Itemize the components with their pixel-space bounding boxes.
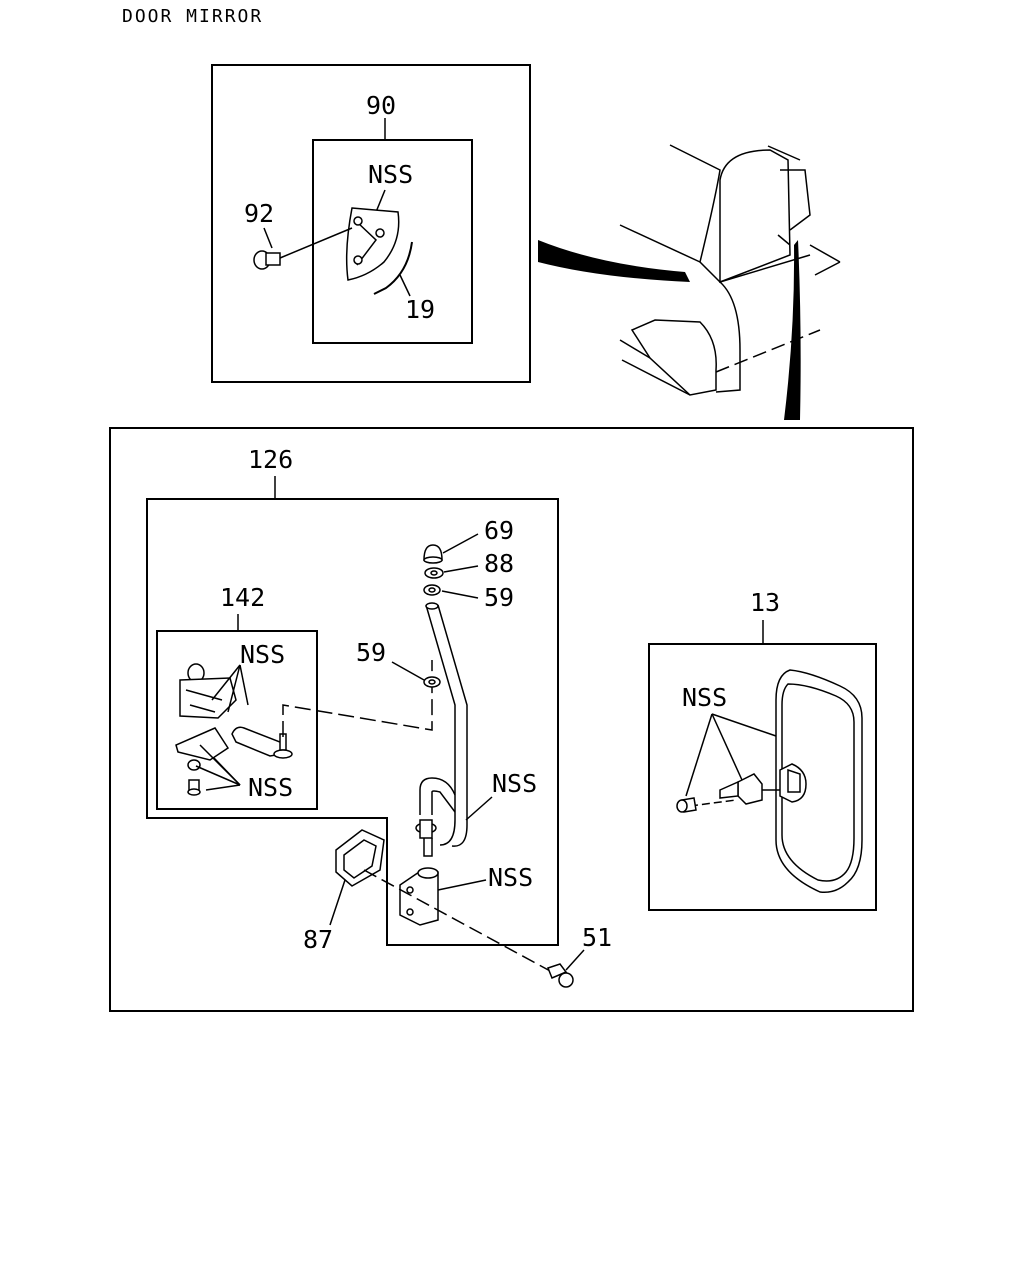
base-hinge [399,867,439,926]
callout-59-mid: 59 [356,638,386,667]
washer-88 [424,567,444,579]
callout-59-top: 59 [484,583,514,612]
callout-142: 142 [220,583,265,612]
vehicle-outline [538,144,841,420]
gasket-87 [335,829,385,887]
callout-69: 69 [484,516,514,545]
callout-88: 88 [484,549,514,578]
diagram-title: DOOR MIRROR [122,6,263,27]
bolt-92 [253,227,353,270]
callout-19: 19 [405,295,435,324]
bolt-51 [547,963,574,988]
callout-nss-142-top: NSS [240,640,285,669]
callout-51: 51 [582,923,612,952]
callout-13: 13 [750,588,780,617]
washer-59-mid [423,676,441,688]
main-frame [109,427,914,1012]
callout-nss-bracket: NSS [368,160,413,189]
main-assembly: 126 142 NSS NSS [109,427,914,1012]
callout-90: 90 [366,91,396,120]
mirror-arm [415,602,468,857]
callout-92: 92 [244,199,274,228]
mount-bracket [345,207,400,281]
inset-mount-bracket: 90 NSS 92 19 [211,64,531,383]
callout-nss-arm: NSS [492,769,537,798]
cap-nut-69 [423,544,443,564]
callout-126: 126 [248,445,293,474]
mirror-mount-parts [676,773,780,813]
assembly-126-frame [146,498,559,946]
assembly-142-frame [156,630,318,810]
callout-87: 87 [303,925,333,954]
inset-frame [211,64,531,383]
washer-59-top [423,584,441,596]
gasket-19 [373,241,413,295]
callout-nss-base: NSS [488,863,533,892]
assembly-90-frame [312,139,473,344]
pivot-kit-142 [175,663,293,796]
callout-nss-142-bottom: NSS [248,773,293,802]
mirror-head [775,669,863,894]
callout-nss-mirror: NSS [682,683,727,712]
